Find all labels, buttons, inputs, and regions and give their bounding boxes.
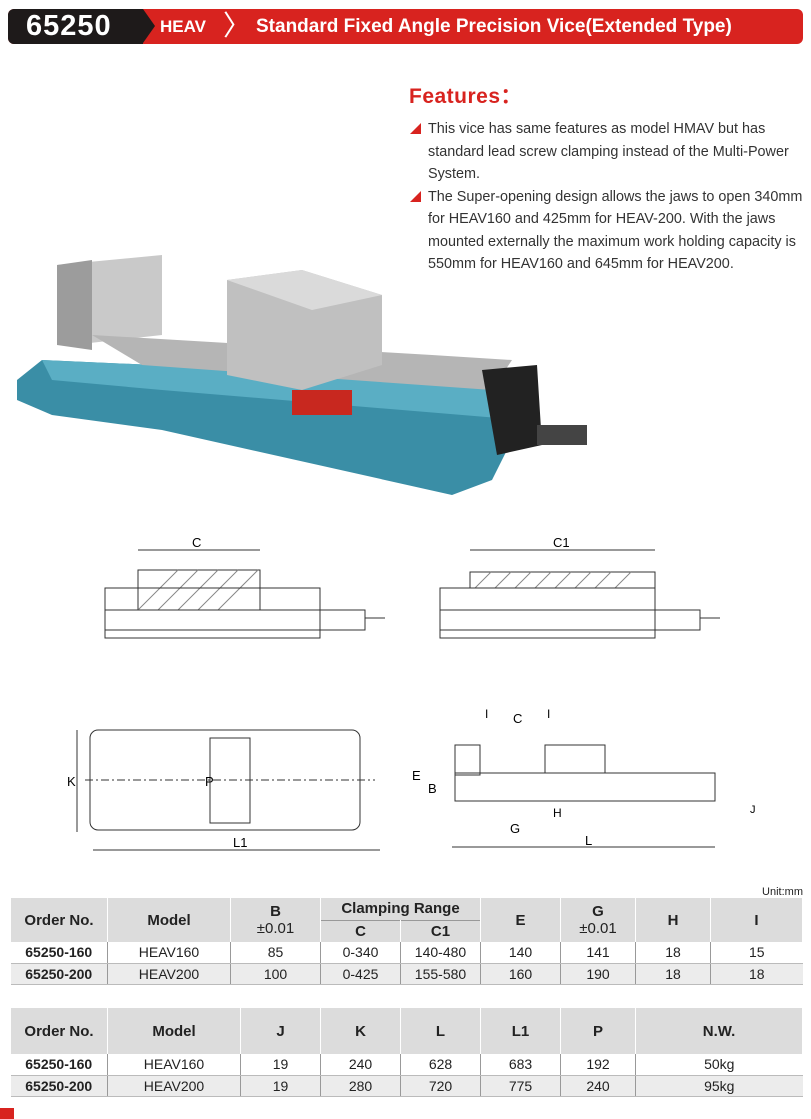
cell: 18 [635,963,711,985]
cell: 192 [560,1054,636,1076]
col-c: C [320,919,401,942]
col-e: E [480,898,561,942]
cell: 141 [560,942,636,964]
col-c1: C1 [400,919,481,942]
dim-i-label-2: I [547,707,550,721]
dim-k-label: K [67,774,76,789]
cell: 628 [400,1054,481,1076]
dim-b-label: B [428,781,437,796]
col-model: Model [107,898,231,942]
drawing-top-view: K P L1 [67,729,380,851]
cell: 280 [320,1075,401,1097]
unit-label: Unit:mm [762,886,803,898]
chevron-icon: 〉 [223,10,252,41]
cell: 720 [400,1075,481,1097]
features-heading: Features： [409,85,523,108]
col-k: K [320,1008,401,1054]
col-g-label: G [592,903,604,920]
drawing-side-c1: C1 [439,535,720,639]
cell: 140 [480,942,561,964]
dim-j-label: J [750,804,756,816]
cell: 18 [710,963,803,985]
drawing-side-c: C [104,535,385,639]
dim-l-label: L [585,833,592,848]
features-list: This vice has same features as model HMA… [410,118,805,276]
cell: 240 [560,1075,636,1097]
cell: 95kg [635,1075,803,1097]
col-p: P [560,1008,636,1054]
vice-photo [17,255,587,495]
col-model: Model [107,1008,241,1054]
col-j: J [240,1008,321,1054]
cell: 65250-200 [10,1075,108,1097]
col-l: L [400,1008,481,1054]
cell: HEAV200 [107,963,231,985]
col-nw: N.W. [635,1008,803,1054]
feature-item: The Super-opening design allows the jaws… [410,186,805,276]
cell: 0-425 [320,963,401,985]
cell: 65250-200 [10,963,108,985]
col-order: Order No. [10,898,108,942]
page-title: Standard Fixed Angle Precision Vice(Exte… [256,16,732,37]
dim-h-label: H [553,806,562,820]
product-code: 65250 [8,9,155,44]
col-i: I [710,898,803,942]
col-b-label: B [270,903,281,920]
cell: 160 [480,963,561,985]
cell: 0-340 [320,942,401,964]
dim-l1-label: L1 [233,835,247,850]
cell: 65250-160 [10,942,108,964]
cell: 155-580 [400,963,481,985]
col-l1: L1 [480,1008,561,1054]
feature-item: This vice has same features as model HMA… [410,118,805,186]
dim-c1-label: C1 [553,535,570,550]
col-clamping-range: Clamping Range [320,898,481,920]
dim-i-label: I [485,707,488,721]
spec-table-1: Order No. Model B±0.01 Clamping Range E … [10,898,803,985]
dim-c-label: C [192,535,201,550]
page-corner-mark [0,1108,14,1119]
cell: 775 [480,1075,561,1097]
cell: 50kg [635,1054,803,1076]
cell: 190 [560,963,636,985]
spec-table-2: Order No. Model J K L L1 P N.W. 65250-16… [10,1008,803,1097]
dim-c-label-2: C [513,711,522,726]
col-b: B±0.01 [230,898,321,942]
cell: 683 [480,1054,561,1076]
cell: HEAV160 [107,1054,241,1076]
col-g-tol: ±0.01 [579,920,617,937]
cell: 240 [320,1054,401,1076]
drawing-front-view: I C I E B G H L J [412,707,756,848]
page-header-bar: 65250 HEAV 〉 Standard Fixed Angle Precis… [8,9,803,44]
cell: HEAV200 [107,1075,241,1097]
dim-g-label: G [510,821,520,836]
cell: 100 [230,963,321,985]
cell: 140-480 [400,942,481,964]
col-b-tol: ±0.01 [256,920,295,937]
series-label: HEAV [160,17,206,36]
cell: 85 [230,942,321,964]
dim-e-label: E [412,768,421,783]
col-h: H [635,898,711,942]
cell: 19 [240,1075,321,1097]
cell: HEAV160 [107,942,231,964]
cell: 19 [240,1054,321,1076]
cell: 65250-160 [10,1054,108,1076]
cell: 15 [710,942,803,964]
dim-p-label: P [205,774,214,789]
col-g: G±0.01 [560,898,636,942]
cell: 18 [635,942,711,964]
col-order: Order No. [10,1008,108,1054]
